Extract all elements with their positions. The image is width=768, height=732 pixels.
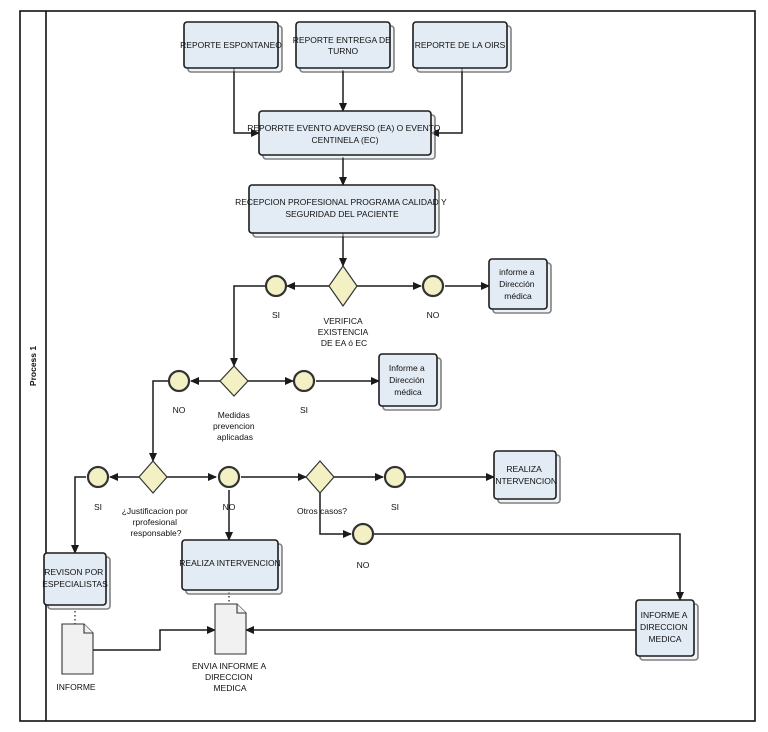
task-label: REPORTE DE LA OIRS [415, 40, 506, 50]
svg-text:VERIFICA EXISTENCIA: VERIFICA EXISTENCIA DE EA ó EC [318, 316, 370, 348]
document-envia-informe: ENVIA INFORME A DIRECCION MEDICA [192, 603, 268, 693]
task-label: REALIZA INTERVENCION [179, 558, 280, 568]
gateway-label-line: ¿Justificacion por [122, 506, 188, 516]
gateway-label: Otros casos? [297, 506, 347, 516]
task-label-line: REPORRTE EVENTO ADVERSO (EA) O EVENTO [247, 123, 441, 133]
task-label-line: MEDICA [648, 634, 681, 644]
svg-text:Informe a Dirección: Informe a Dirección médica [389, 363, 427, 397]
edges [71, 67, 684, 651]
event-label: SI [272, 310, 280, 320]
task-revision: REVISON POR ESPECIALISTAS [42, 552, 111, 610]
task-label-line: INTERVENCION [493, 476, 557, 486]
svg-text:REPORRTE EVENTO ADVERSO (EA) O: REPORRTE EVENTO ADVERSO (EA) O EVENTO CE… [247, 123, 443, 145]
gateway-label-line: DE EA ó EC [321, 338, 367, 348]
task-label-line: DIRECCION [640, 622, 688, 632]
task-label-line: REVISON POR [44, 567, 103, 577]
event-label: SI [300, 405, 308, 415]
gateway-medidas-prevencion: Medidas prevencion aplicadas [213, 365, 257, 442]
svg-text:Medidas prevencion: Medidas prevencion aplicadas [213, 410, 257, 442]
document-label: INFORME [56, 682, 96, 692]
pool-label: Process 1 [28, 346, 38, 386]
svg-text:INFORME A DIRECCION: INFORME A DIRECCION MEDICA [640, 610, 690, 644]
task-label-line: CENTINELA (EC) [311, 135, 378, 145]
task-reporte-evento: REPORRTE EVENTO ADVERSO (EA) O EVENTO CE… [247, 110, 443, 160]
task-informe-a-direccion-medica: INFORME A DIRECCION MEDICA [635, 599, 699, 661]
gateway-otros-casos: Otros casos? [297, 460, 347, 516]
event-label: SI [94, 502, 102, 512]
event-si-3: SI [86, 465, 110, 512]
task-label-line: RECEPCION PROFESIONAL PROGRAMA CALIDAD Y [235, 197, 447, 207]
event-label: NO [173, 405, 186, 415]
task-informe-direccion-2: Informe a Dirección médica [378, 353, 442, 411]
task-reporte-entrega-turno: REPORTE ENTREGA DE TURNO [293, 21, 395, 73]
gateway-label-line: Medidas [218, 410, 250, 420]
document-label-line: ENVIA INFORME A [192, 661, 266, 671]
svg-text:REPORTE ENTREGA DE TURNO: REPORTE ENTREGA DE TURNO [293, 35, 393, 56]
task-informe-direccion-1: informe a Dirección médica [488, 258, 552, 314]
gateway-label-line: VERIFICA [323, 316, 363, 326]
svg-text:informe a Dirección: informe a Dirección médica [499, 267, 537, 301]
task-label-line: TURNO [328, 46, 359, 56]
svg-text:RECEPCION PROFESIONAL PROGRAMA: RECEPCION PROFESIONAL PROGRAMA CALIDAD Y… [235, 197, 449, 219]
task-label-line: ESPECIALISTAS [42, 579, 108, 589]
event-no-4: NO [351, 522, 375, 570]
svg-text:¿Justificacion por rprof: ¿Justificacion por rprofesional responsa… [122, 506, 191, 538]
gateway-justificacion: ¿Justificacion por rprofesional responsa… [122, 460, 191, 538]
edge-no4-to-informe-direccion [374, 533, 684, 601]
event-label: NO [357, 560, 370, 570]
task-label-line: REPORTE ENTREGA DE [293, 35, 391, 45]
task-realiza-intervencion-center: REALIZA INTERVENCION [179, 539, 283, 595]
event-label: NO [223, 502, 236, 512]
edge-si1-to-g2 [230, 285, 265, 367]
svg-text:REVISON POR ESPECIALISTA: REVISON POR ESPECIALISTAS [42, 567, 108, 589]
edge-si3-to-revision [71, 476, 86, 554]
task-label-line: Dirección [389, 375, 425, 385]
gateway-label-line: responsable? [130, 528, 181, 538]
edge-oirs-to-evento [430, 67, 463, 137]
edge-no2-to-g3 [149, 380, 168, 462]
task-label-line: Informe a [389, 363, 425, 373]
task-label-line: médica [504, 291, 532, 301]
edge-espontaneo-to-evento [233, 67, 260, 137]
task-reporte-oirs: REPORTE DE LA OIRS [412, 21, 512, 73]
document-informe: INFORME [56, 623, 96, 692]
task-label-line: REALIZA [506, 464, 542, 474]
gateway-label-line: aplicadas [217, 432, 253, 442]
edge-informe-doc-to-envia [93, 626, 216, 651]
svg-text:ENVIA INFORME A DIRECCIO: ENVIA INFORME A DIRECCION MEDICA [192, 661, 268, 693]
task-label-line: INFORME A [641, 610, 688, 620]
event-si-2: SI [292, 369, 316, 415]
gateway-label-line: EXISTENCIA [318, 327, 369, 337]
document-label-line: MEDICA [213, 683, 246, 693]
task-label-line: SEGURIDAD DEL PACIENTE [285, 209, 399, 219]
edge-g4-to-no4 [319, 491, 352, 538]
task-reporte-espontaneo: REPORTE ESPONTANEO [180, 21, 283, 73]
event-no-3: NO [217, 465, 241, 512]
event-label: SI [391, 502, 399, 512]
svg-text:REALIZA INTERVENCION: REALIZA INTERVENCION [493, 464, 557, 486]
task-label-line: informe a [499, 267, 535, 277]
gateway-verifica-existencia: VERIFICA EXISTENCIA DE EA ó EC [318, 264, 370, 348]
task-label: REPORTE ESPONTANEO [180, 40, 282, 50]
event-no-1: NO [421, 274, 445, 320]
task-label-line: médica [394, 387, 422, 397]
gateway-label-line: rprofesional [133, 517, 178, 527]
task-recepcion: RECEPCION PROFESIONAL PROGRAMA CALIDAD Y… [235, 184, 449, 238]
event-si-1: SI [264, 274, 288, 320]
task-label-line: Dirección [499, 279, 535, 289]
document-label-line: DIRECCION [205, 672, 253, 682]
event-si-4: SI [383, 465, 407, 512]
task-realiza-intervencion-right: REALIZA INTERVENCION [493, 450, 561, 504]
event-label: NO [427, 310, 440, 320]
gateway-label-line: prevencion [213, 421, 255, 431]
event-no-2: NO [167, 369, 191, 415]
